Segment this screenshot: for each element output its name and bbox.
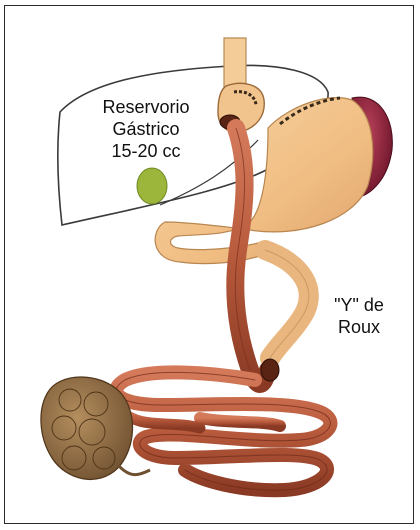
- biliopancreatic-limb: [265, 250, 309, 358]
- reservoir-label-line2: Gástrico: [86, 118, 206, 140]
- reservoir-label: Reservorio Gástrico 15-20 cc: [86, 96, 206, 162]
- roux-label-line2: Roux: [326, 316, 392, 338]
- roux-label-line1: "Y" de: [326, 294, 392, 316]
- roux-label: "Y" de Roux: [326, 294, 392, 338]
- reservoir-label-line1: Reservorio: [86, 96, 206, 118]
- esophagus: [224, 38, 246, 90]
- small-intestine-loops: [116, 372, 330, 490]
- reservoir-label-line3: 15-20 cc: [86, 140, 206, 162]
- jejunojejunal-anastomosis: [261, 359, 279, 381]
- gallbladder: [137, 168, 167, 204]
- pancreas: [41, 377, 150, 479]
